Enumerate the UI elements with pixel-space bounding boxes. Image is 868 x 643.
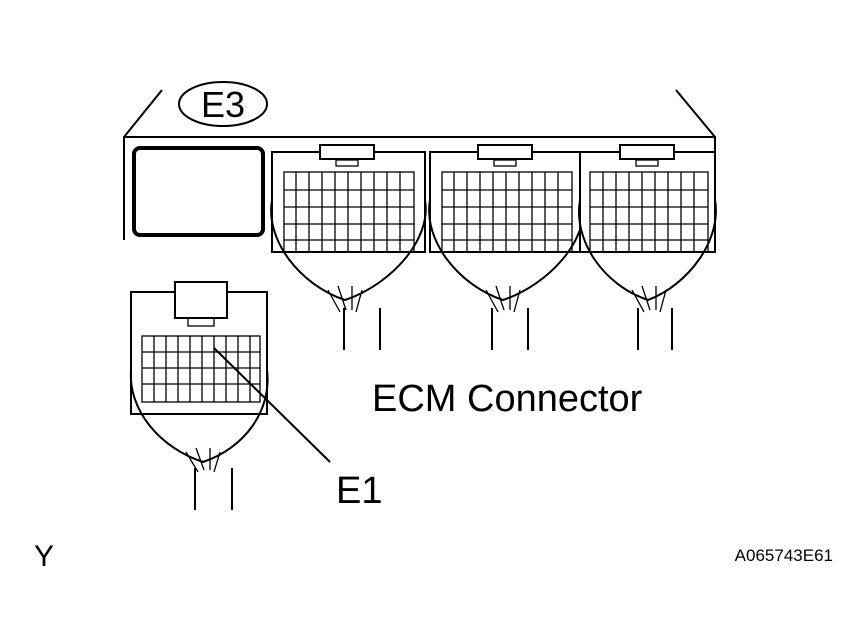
ecm-connector-3 [578, 144, 717, 350]
figure-code: A065743E61 [735, 546, 833, 565]
ecm-connector-2 [428, 144, 585, 350]
e1-pin-label: E1 [336, 470, 382, 512]
ecm-connector-label: ECM Connector [372, 378, 643, 420]
e1-leader-line [213, 347, 331, 463]
e3-badge: E3 [178, 81, 268, 127]
corner-letter: Y [34, 540, 54, 573]
ecm-window [132, 146, 265, 237]
e1-connector [129, 281, 269, 510]
e3-badge-label: E3 [201, 84, 245, 125]
ecm-connector-1 [270, 144, 427, 350]
